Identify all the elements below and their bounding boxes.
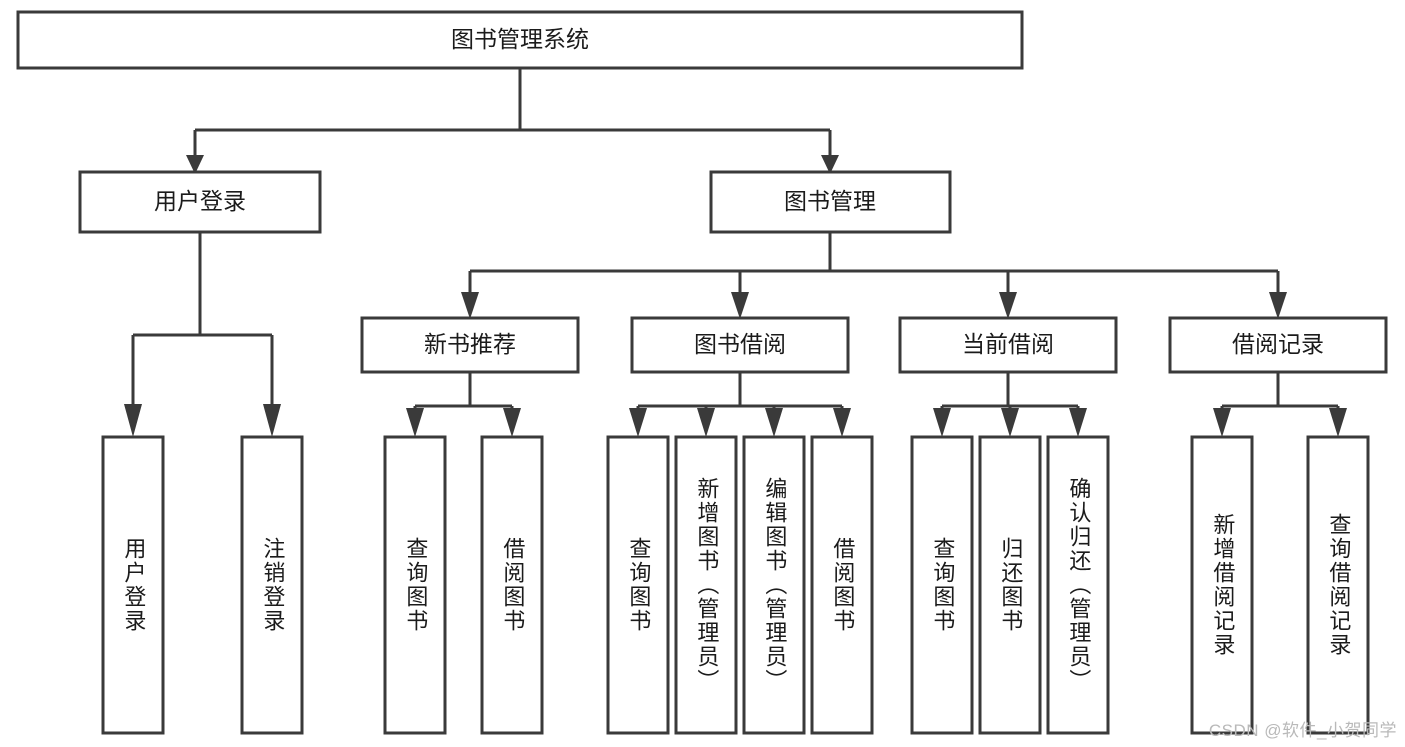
node-book-manage-label: 图书管理 (784, 188, 876, 214)
leaf-box-user-login-1[interactable] (101, 435, 165, 735)
leaf-box-user-login-2[interactable] (240, 435, 304, 735)
leaf-box-book-borrow-3[interactable] (742, 435, 806, 735)
node-root-label: 图书管理系统 (451, 26, 589, 52)
leaf-box-new-book-2[interactable] (480, 435, 544, 735)
node-user-login-box[interactable] (78, 170, 322, 234)
arrow-book-borrow-leaf-3 (765, 408, 783, 437)
arrow-current-borrow-leaf-3 (1069, 408, 1087, 437)
arrow-borrow-record-leaf-2 (1329, 408, 1347, 437)
arrow-new-book-leaf-2 (503, 408, 521, 437)
arrow-new-book-leaf-1 (406, 408, 424, 437)
node-book-borrow-box[interactable] (630, 316, 850, 374)
arrow-to-borrow-record (1269, 292, 1287, 319)
arrow-root-to-book-manage (821, 155, 839, 174)
node-borrow-record-label: 借阅记录 (1232, 331, 1324, 357)
node-new-book-recommend[interactable]: 新书推荐 (360, 316, 580, 374)
arrow-book-borrow-leaf-2 (697, 408, 715, 437)
arrow-to-book-borrow (731, 292, 749, 319)
leaf-box-book-borrow-4[interactable] (810, 435, 874, 735)
arrow-current-borrow-leaf-1 (933, 408, 951, 437)
arrow-user-login-leaf-1 (124, 404, 142, 437)
node-root[interactable]: 图书管理系统 (16, 10, 1024, 70)
arrow-to-new-book (461, 292, 479, 319)
leaf-box-current-borrow-3[interactable] (1046, 435, 1110, 735)
node-current-borrow[interactable]: 当前借阅 (898, 316, 1118, 374)
node-book-borrow[interactable]: 图书借阅 (630, 316, 850, 374)
node-user-login[interactable]: 用户登录 (78, 170, 322, 234)
connector-layer (124, 68, 1347, 437)
arrow-root-to-user-login (186, 155, 204, 174)
leaf-box-book-borrow-2[interactable] (674, 435, 738, 735)
node-book-manage[interactable]: 图书管理 (709, 170, 952, 234)
arrow-borrow-record-leaf-1 (1213, 408, 1231, 437)
node-user-login-label: 用户登录 (154, 188, 246, 214)
node-current-borrow-box[interactable] (898, 316, 1118, 374)
arrow-current-borrow-leaf-2 (1001, 408, 1019, 437)
arrow-book-borrow-leaf-4 (833, 408, 851, 437)
leaf-box-borrow-record-1[interactable] (1190, 435, 1254, 735)
node-current-borrow-label: 当前借阅 (962, 331, 1054, 357)
csdn-watermark: CSDN @软件_小贺同学 (1208, 721, 1397, 740)
node-root-box[interactable] (16, 10, 1024, 70)
arrow-to-current-borrow (999, 292, 1017, 319)
node-borrow-record-box[interactable] (1168, 316, 1388, 374)
node-book-manage-box[interactable] (709, 170, 952, 234)
leaf-box-book-borrow-1[interactable] (606, 435, 670, 735)
arrow-book-borrow-leaf-1 (629, 408, 647, 437)
leaf-box-current-borrow-2[interactable] (978, 435, 1042, 735)
node-new-book-recommend-label: 新书推荐 (424, 331, 516, 357)
node-new-book-recommend-box[interactable] (360, 316, 580, 374)
arrow-user-login-leaf-2 (263, 404, 281, 437)
leaf-box-current-borrow-1[interactable] (910, 435, 974, 735)
leaf-box-new-book-1[interactable] (383, 435, 447, 735)
leaf-box-borrow-record-2[interactable] (1306, 435, 1370, 735)
node-borrow-record[interactable]: 借阅记录 (1168, 316, 1388, 374)
leaf-box-layer (101, 435, 1370, 735)
node-book-borrow-label: 图书借阅 (694, 331, 786, 357)
